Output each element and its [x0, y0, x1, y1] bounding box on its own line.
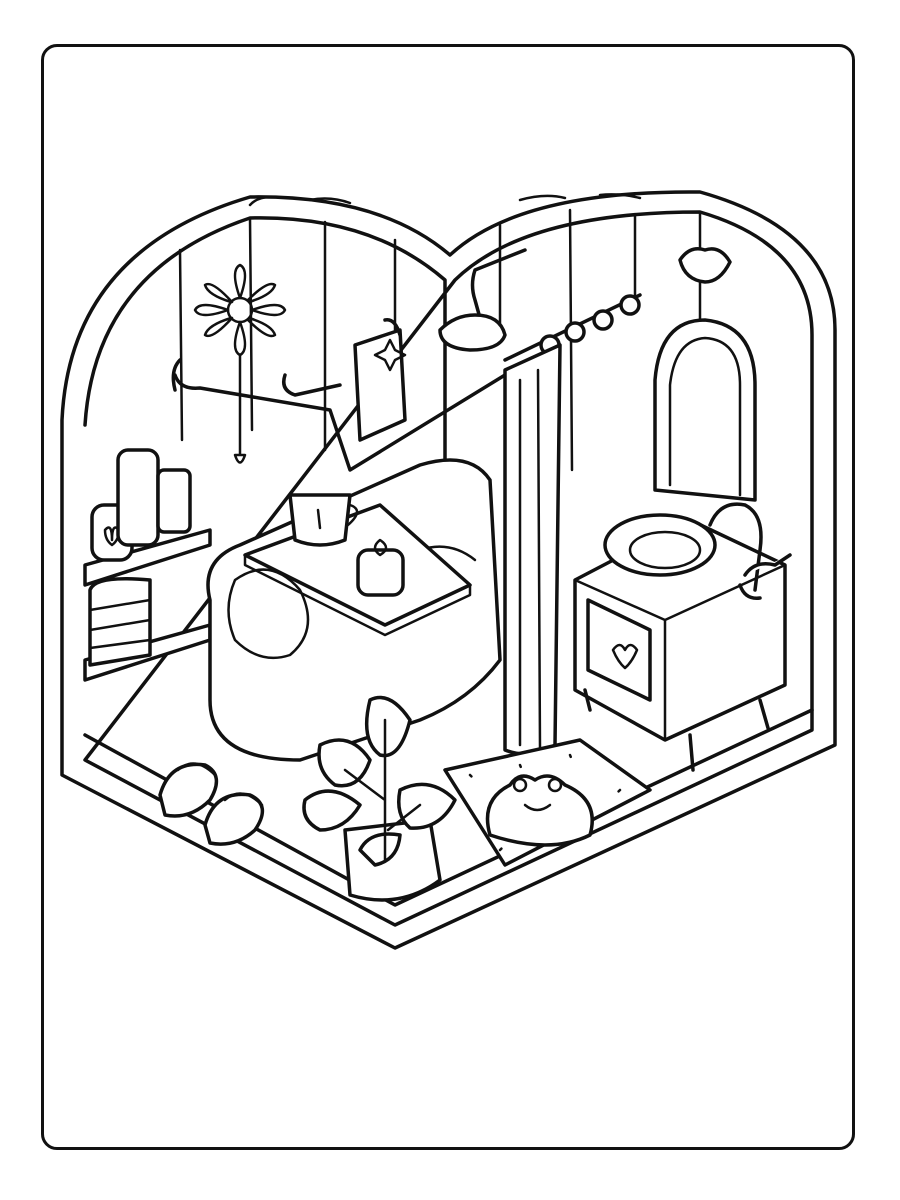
bottle-shelf: [83, 448, 212, 682]
potted-plant: [302, 695, 457, 902]
page-border: [41, 44, 855, 1150]
flower-decoration: [193, 263, 287, 464]
towel-rail: [171, 318, 507, 472]
bathtub: [206, 458, 502, 762]
mirror: [653, 247, 757, 502]
slippers: [158, 762, 265, 846]
bath-mat: [443, 738, 652, 867]
shower-curtain: [503, 343, 562, 756]
sink-cabinet: [573, 502, 792, 772]
